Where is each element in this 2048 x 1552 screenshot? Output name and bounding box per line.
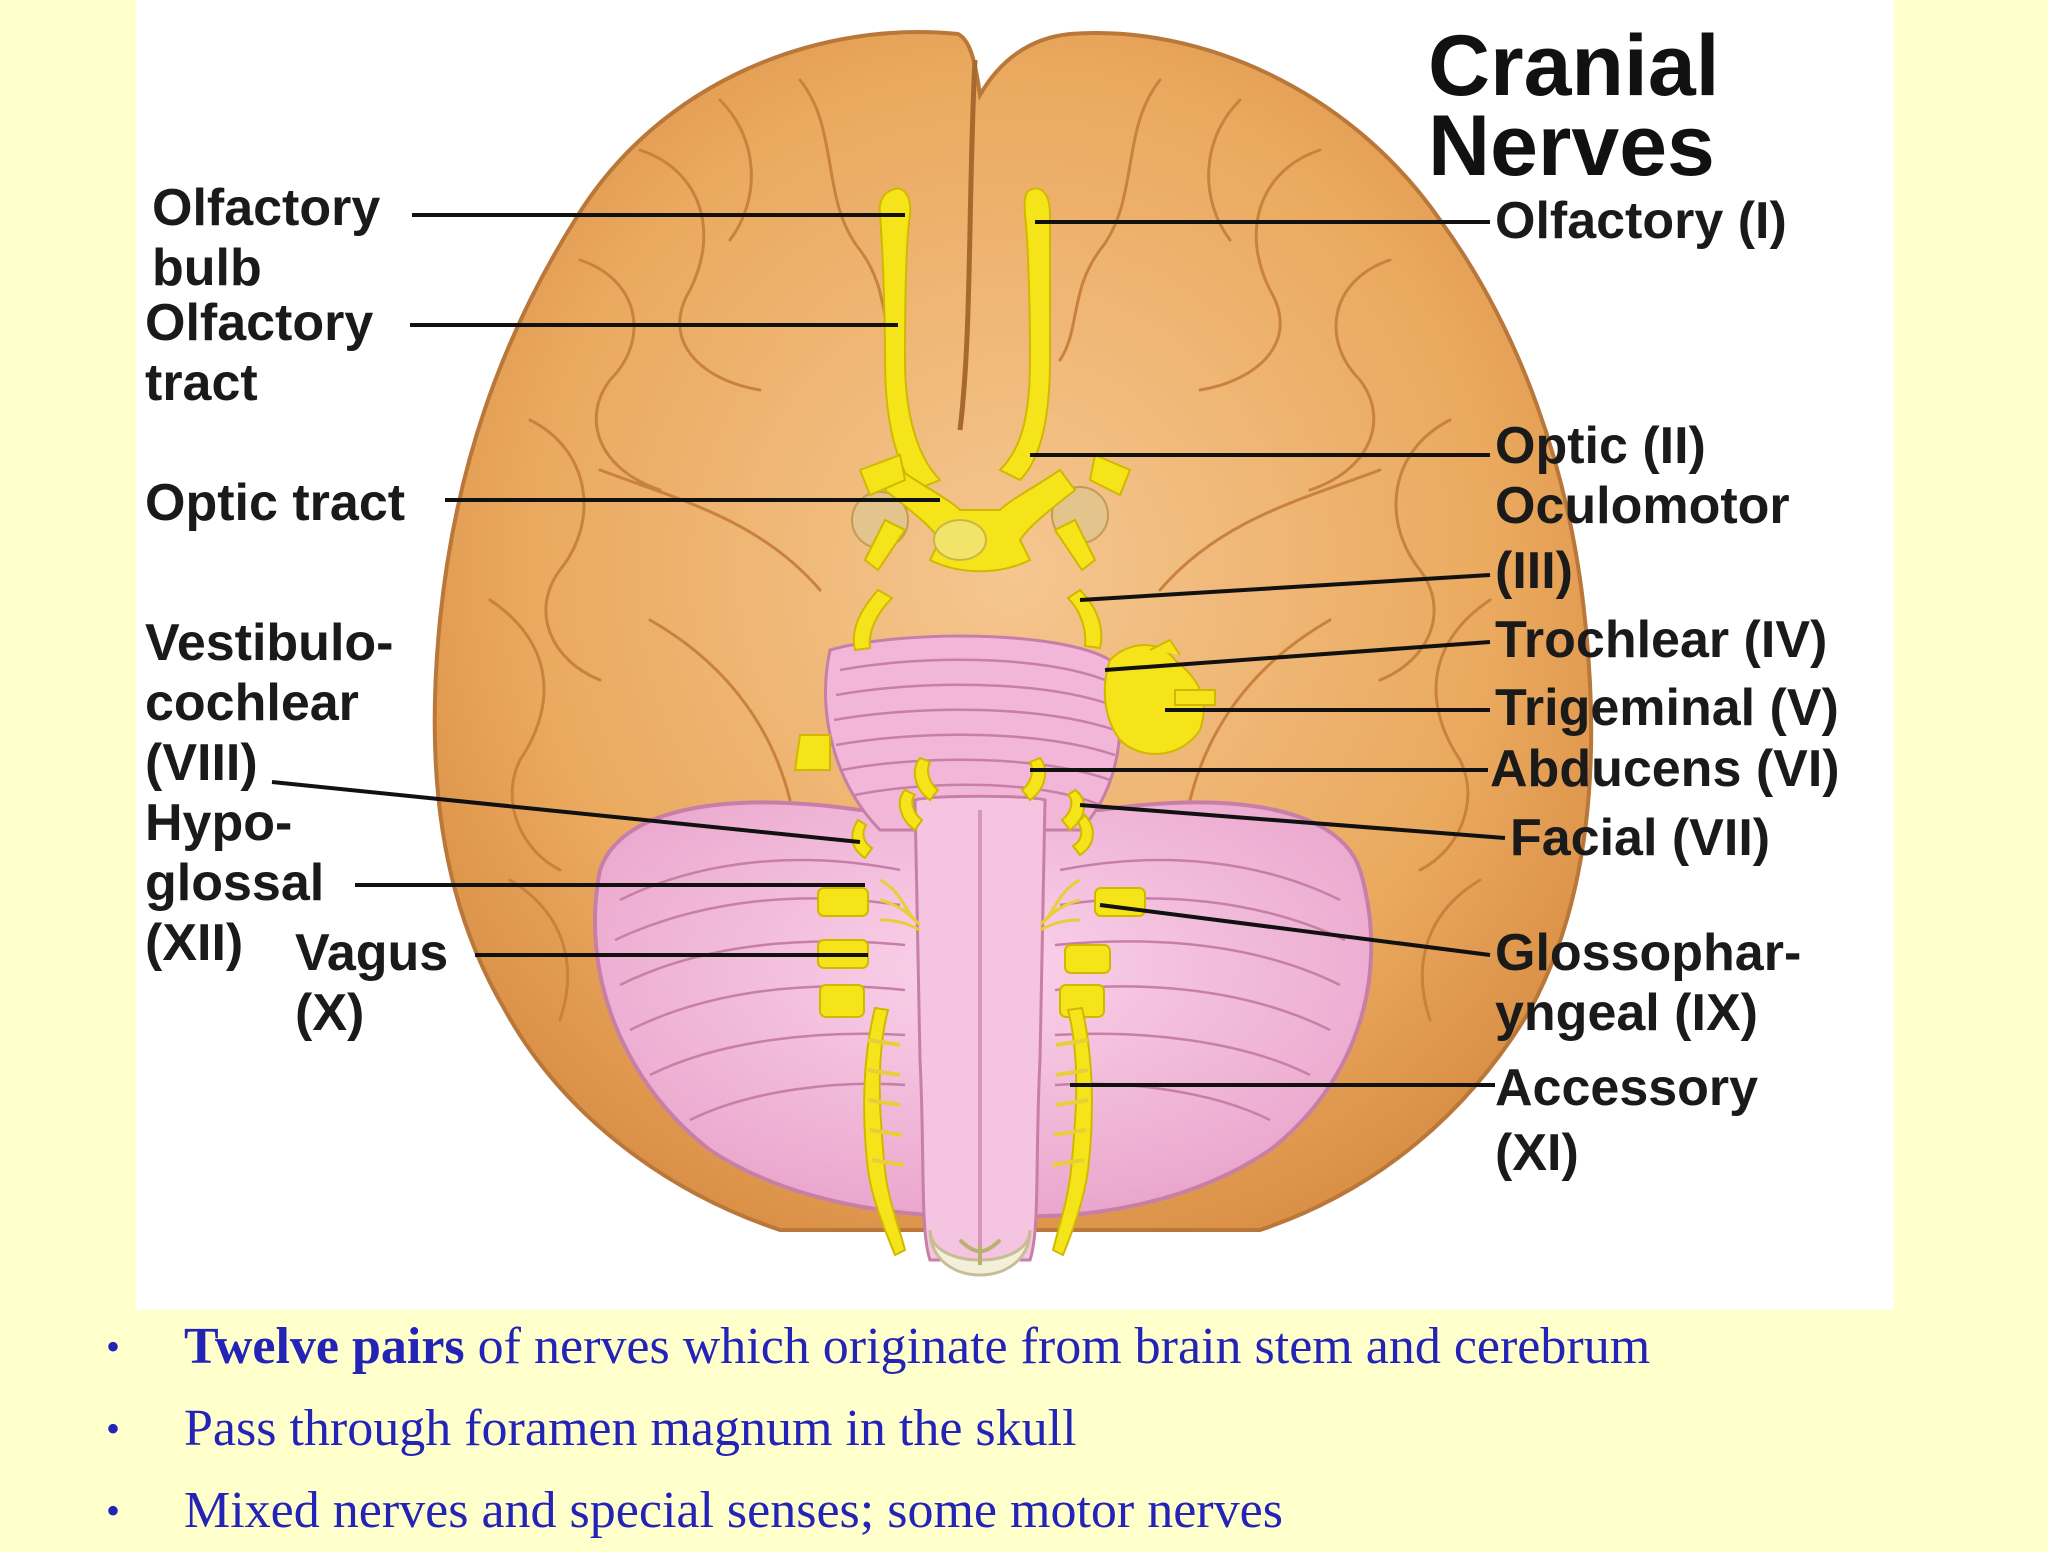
- leader-oculomotor: [1079, 573, 1491, 602]
- bullet-1-text: of nerves which originate from brain ste…: [464, 1318, 1651, 1375]
- label-olfactory-bulb-2: bulb: [152, 239, 262, 297]
- label-glossopharyngeal-2: yngeal (IX): [1495, 984, 1758, 1042]
- label-olfactory-tract-1: Olfactory: [145, 294, 373, 352]
- label-trigeminal-v: Trigeminal (V): [1495, 679, 1839, 737]
- label-oculomotor-2: (III): [1495, 542, 1573, 600]
- bullet-3-text: Mixed nerves and special senses; some mo…: [184, 1482, 1283, 1539]
- label-olfactory-tract-2: tract: [145, 354, 258, 412]
- bullet-2-text: Pass through foramen magnum in the skull: [184, 1400, 1077, 1457]
- label-olfactory-bulb-1: Olfactory: [152, 179, 380, 237]
- cranial-nerves-diagram: Cranial Nerves Olfactory bulb Olfactory …: [145, 18, 1840, 1277]
- label-olfactory-i: Olfactory (I): [1495, 192, 1787, 250]
- label-vagus-2: (X): [295, 984, 364, 1042]
- bullet-dot: •: [106, 1324, 121, 1369]
- left-labels: Olfactory bulb Olfactory tract Optic tra…: [145, 179, 448, 1042]
- label-optic-tract: Optic tract: [145, 474, 405, 532]
- bullet-item-2: • Pass through foramen magnum in the skul…: [100, 1388, 2000, 1470]
- label-trochlear-iv: Trochlear (IV): [1495, 611, 1827, 669]
- leader-vestibulocochlear: [271, 780, 861, 844]
- bullet-list: • Twelve pairs of nerves which originate …: [100, 1306, 2000, 1552]
- bullet-item-1: • Twelve pairs of nerves which originate …: [100, 1306, 2000, 1388]
- label-hypoglossal-1: Hypo-: [145, 794, 292, 852]
- leader-facial: [1079, 803, 1506, 840]
- label-accessory-1: Accessory: [1495, 1059, 1758, 1117]
- bullet-item-3: • Mixed nerves and special senses; some m…: [100, 1470, 2000, 1552]
- label-vestibulocochlear-3: (VIII): [145, 734, 258, 792]
- bullet-1-bold: Twelve pairs: [184, 1318, 465, 1375]
- bullet-dot: •: [106, 1488, 121, 1533]
- diagram-title: Cranial Nerves: [1428, 18, 1720, 194]
- title-line-1: Cranial: [1428, 18, 1720, 114]
- label-abducens-vi: Abducens (VI): [1490, 740, 1840, 798]
- label-vestibulocochlear-1: Vestibulo-: [145, 614, 393, 672]
- label-hypoglossal-2: glossal: [145, 854, 324, 912]
- label-optic-ii: Optic (II): [1495, 417, 1706, 475]
- nerve-structures: [793, 187, 1216, 1257]
- leader-glossopharyngeal: [1099, 903, 1491, 957]
- label-oculomotor-1: Oculomotor: [1495, 477, 1790, 535]
- label-vagus-1: Vagus: [295, 924, 448, 982]
- leader-trochlear: [1104, 640, 1491, 672]
- label-accessory-2: (XI): [1495, 1124, 1579, 1182]
- leader-lines: [271, 213, 1506, 1087]
- bullet-dot: •: [106, 1406, 121, 1451]
- label-glossopharyngeal-1: Glossophar-: [1495, 924, 1801, 982]
- label-hypoglossal-3: (XII): [145, 914, 243, 972]
- right-labels: Olfactory (I) Optic (II) Oculomotor (III…: [1490, 192, 1840, 1182]
- label-vestibulocochlear-2: cochlear: [145, 674, 359, 732]
- title-line-2: Nerves: [1428, 98, 1715, 194]
- label-facial-vii: Facial (VII): [1510, 809, 1770, 867]
